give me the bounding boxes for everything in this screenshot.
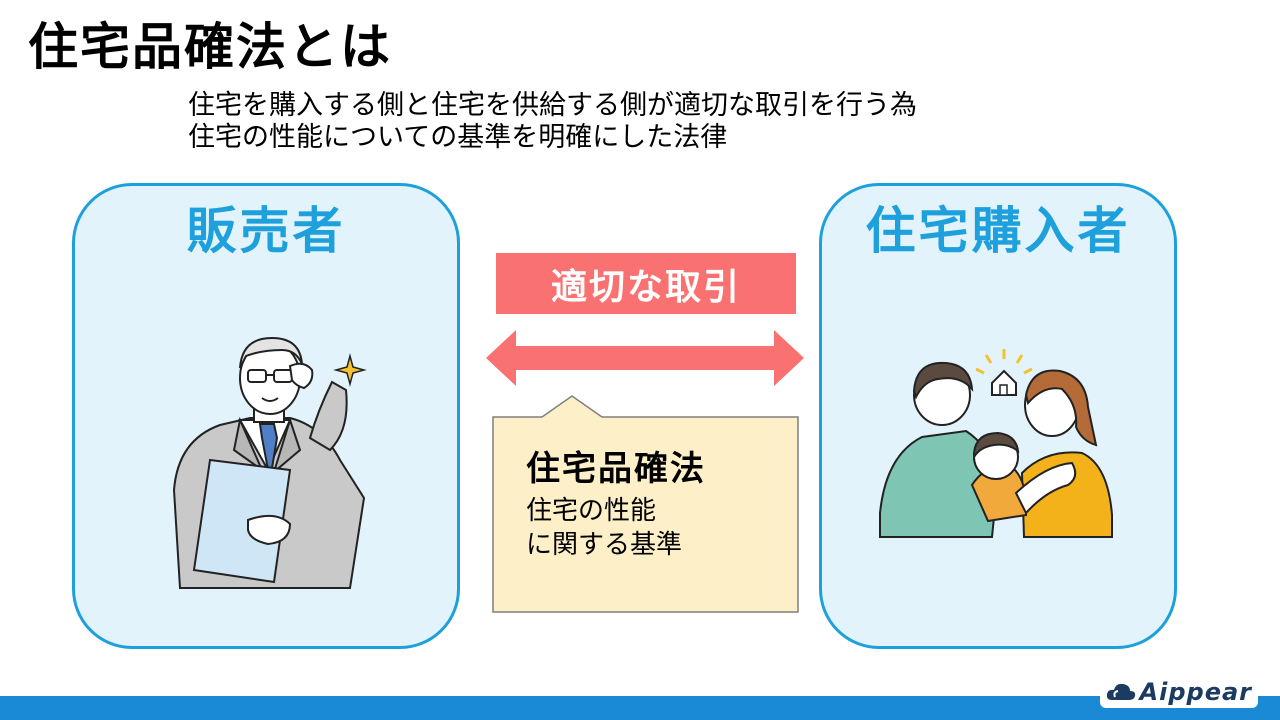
house-icon <box>975 349 1033 396</box>
subtitle-line-1: 住宅を購入する側と住宅を供給する側が適切な取引を行う為 <box>188 90 917 121</box>
callout-title: 住宅品確法 <box>526 449 706 489</box>
callout-line-1: 住宅の性能 <box>526 495 657 526</box>
businessman-illustration <box>172 336 367 589</box>
buyer-panel: 住宅購入者 <box>819 183 1177 649</box>
callout-content: 住宅品確法 住宅の性能 に関する基準 <box>526 448 706 562</box>
page-title: 住宅品確法とは <box>28 18 392 76</box>
callout-line-2: に関する基準 <box>526 530 683 560</box>
family-illustration <box>879 349 1113 538</box>
brand-logo: Aippear <box>1099 676 1258 708</box>
cloud-logo-icon <box>1106 683 1135 700</box>
footer-bar <box>0 696 1280 720</box>
buyer-title: 住宅購入者 <box>865 202 1131 260</box>
subtitle-line-2: 住宅の性能についての基準を明確にした法律 <box>188 122 728 153</box>
subtitle: 住宅を購入する側と住宅を供給する側が適切な取引を行う為 住宅の性能についての基準… <box>188 90 917 154</box>
law-callout-box <box>492 395 799 613</box>
appropriate-deal-label: 適切な取引 <box>496 253 796 314</box>
double-arrow-icon <box>486 330 804 386</box>
seller-title: 販売者 <box>186 202 346 260</box>
logo-text: Aippear <box>1139 678 1252 706</box>
